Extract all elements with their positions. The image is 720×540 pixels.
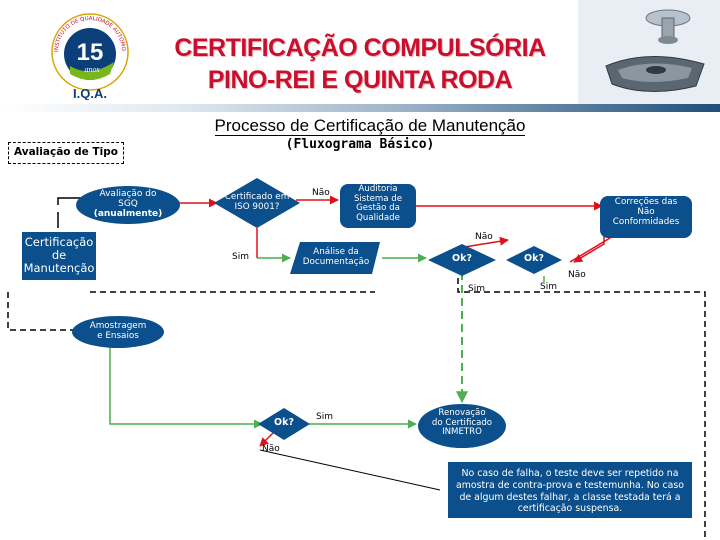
correcoes-line3: Conformidades: [612, 216, 680, 227]
header-title-line2: PINO-REI E QUINTA RODA: [207, 66, 513, 94]
node-avaliacao-sgq: [76, 186, 180, 224]
avaliacao-sgq-line2: SGQ: [118, 199, 138, 210]
analise-label: Análise da Documentação: [292, 247, 380, 268]
correcoes-line1: Correções das: [614, 197, 678, 207]
renovacao-line2: do Certificado: [431, 417, 493, 428]
node-certificacao-manutencao: [22, 232, 96, 280]
renovacao-line3: INMETRO: [442, 427, 482, 438]
analise-line1: Análise da: [313, 247, 359, 257]
certificacao-line1: Certificação: [24, 235, 94, 249]
avaliacao-tipo-box: [8, 142, 124, 164]
node-certificado-iso: [214, 178, 300, 228]
process-title: Processo de Certificação de Manutenção: [214, 116, 526, 136]
connector-nao-note: [259, 449, 441, 491]
certificado-iso-label: Certificado em ISO 9001?: [214, 192, 300, 213]
renovacao-label: Renovação do Certificado INMETRO: [418, 408, 506, 438]
arrow-amostragem-to-ok3: [109, 344, 263, 429]
logo-globe: [64, 28, 116, 80]
auditoria-line2: Sistema de: [353, 193, 403, 204]
edge-label-sim-iso: Sim: [232, 252, 249, 262]
avaliacao-sgq-label: Avaliação do SGQ (anualmente): [80, 189, 176, 219]
renovacao-line1: Renovação: [438, 408, 486, 418]
node-auditoria: [340, 184, 416, 228]
auditoria-label: Auditoria Sistema de Gestão da Qualidade: [340, 184, 416, 224]
edge-label-sim-ok1: Sim: [468, 284, 485, 294]
node-ok1: [428, 244, 496, 276]
logo-swoosh: [70, 62, 114, 80]
process-subtitle: (Fluxograma Básico): [285, 137, 435, 152]
failure-note: No caso de falha, o teste deve ser repet…: [448, 462, 692, 518]
correcoes-label: Correções das Não Conformidades: [600, 197, 692, 228]
amostragem-label: Amostragem e Ensaios: [74, 321, 162, 342]
node-correcoes: [600, 196, 692, 238]
fifth-wheel-illustration: [578, 0, 720, 110]
node-ok2: [506, 246, 562, 274]
node-renovacao: [418, 404, 506, 448]
node-analise: [290, 242, 380, 274]
node-ok3: [258, 408, 310, 440]
iqa-logo: INSTITUTO DE QUALIDADE AUTOMOTIVA 15 ano…: [48, 8, 129, 100]
dashed-boundary-left-end: [7, 292, 78, 331]
edge-label-sim-ok3: Sim: [316, 412, 333, 422]
amostragem-line1: Amostragem: [89, 321, 147, 331]
avaliacao-sgq-line3: (anualmente): [93, 209, 163, 220]
logo-iqa: I.Q.A.: [73, 86, 107, 100]
ok3-label: Ok?: [274, 417, 294, 428]
avaliacao-sgq-line1: Avaliação do: [99, 189, 157, 199]
node-amostragem: [72, 316, 164, 348]
header-divider-bar: [0, 104, 720, 112]
certificado-iso-line1: Certificado em: [224, 192, 290, 202]
analise-line2: Documentação: [302, 256, 370, 267]
certificacao-manutencao-label: Certificação de Manutenção: [22, 236, 96, 275]
amostragem-line2: e Ensaios: [97, 330, 139, 341]
edge-label-nao-iso: Não: [312, 188, 330, 198]
correcoes-line2: Não: [637, 206, 655, 217]
header-title-line1: CERTIFICAÇÃO COMPULSÓRIA: [174, 34, 546, 62]
certificacao-line2: de: [51, 247, 67, 262]
certificado-iso-line2: ISO 9001?: [234, 201, 280, 212]
ok1-label: Ok?: [452, 253, 472, 264]
edge-label-nao-ok2: Não: [568, 270, 586, 280]
avaliacao-tipo-label: Avaliação de Tipo: [14, 146, 118, 158]
auditoria-line4: Qualidade: [356, 212, 400, 223]
edge-label-nao-ok3: Não: [262, 444, 280, 454]
certificacao-line3: Manutenção: [23, 260, 95, 275]
auditoria-line1: Auditoria: [358, 184, 398, 194]
auditoria-line3: Gestão da: [356, 203, 400, 214]
logo-number: 15: [77, 39, 104, 66]
edge-label-nao-ok1: Não: [475, 232, 493, 242]
ok2-label: Ok?: [524, 253, 544, 264]
dashed-boundary: [457, 278, 706, 540]
logo-anos: anos: [84, 65, 99, 74]
edge-label-sim-ok2: Sim: [540, 282, 557, 292]
